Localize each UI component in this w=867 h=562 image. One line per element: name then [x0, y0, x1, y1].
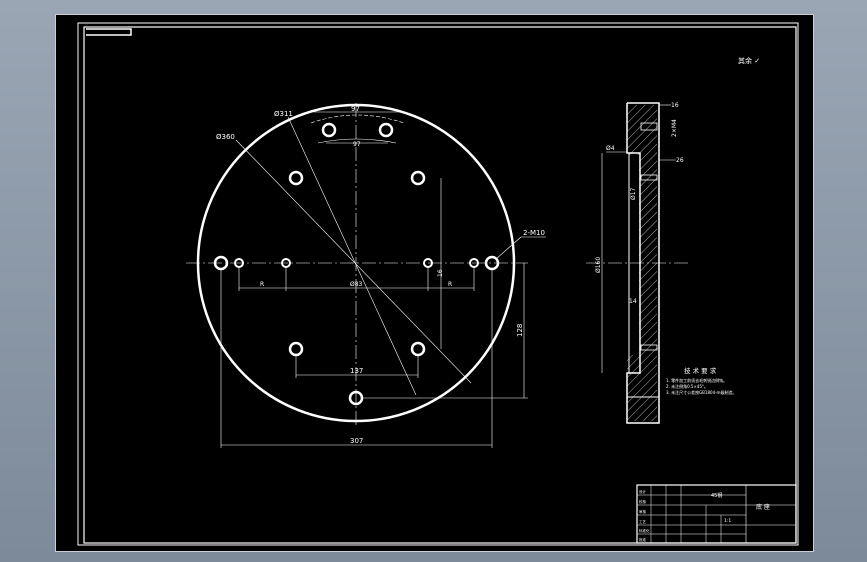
hole [410, 341, 426, 357]
cad-drawing: 其余 ✓ 97 97 [77, 22, 799, 546]
slot-top [640, 122, 658, 131]
tb-label: 校核 [639, 499, 647, 504]
callout-leader [495, 236, 522, 260]
slot-arc [317, 138, 397, 144]
sec-dim-lower: 14 [629, 298, 637, 305]
section-hatch-body [639, 155, 657, 355]
hole [410, 170, 426, 186]
tech-note-item: 3. 未注尺寸公差按GB1804-m级制造。 [666, 389, 736, 395]
slot-low [640, 344, 658, 351]
leader-dia-outer [235, 139, 472, 384]
dim-height: 128 [516, 324, 524, 337]
outer-frame [77, 22, 799, 546]
sec-dim-slot: 2×M4 [671, 119, 678, 137]
section-view: 16 2×M4 26 Ø4 Ø17 Ø160 14 [586, 102, 691, 424]
scale: 1:1 [724, 518, 731, 524]
sec-dim-top: 16 [671, 102, 679, 109]
sec-dim-left-top: Ø4 [606, 145, 615, 152]
dia-outer-label: Ø360 [216, 133, 235, 141]
front-view: 97 97 Ø360 Ø311 2-M10 Ø83 R R 16 128 137 [186, 103, 546, 448]
hole [378, 122, 394, 138]
sec-dim-mid: 26 [676, 157, 684, 164]
dim-center: Ø83 [350, 281, 363, 288]
tech-note-item: 1. 零件加工前须去毛刺锐边倒钝。 [666, 377, 727, 383]
leader-dia-bolt [287, 116, 417, 396]
dim-vertical-small: 16 [437, 269, 444, 277]
dim-left: R [260, 281, 264, 288]
drawing-viewport: 其余 ✓ 97 97 [55, 14, 814, 552]
hole [288, 341, 304, 357]
hole [288, 170, 304, 186]
section-hatch-bottom [627, 355, 657, 421]
tb-label: 设计 [639, 489, 647, 494]
part-name: 底 座 [756, 503, 770, 511]
tb-label: 审核 [639, 509, 647, 514]
holes [213, 122, 500, 406]
sec-dim-inner: Ø17 [630, 187, 637, 200]
tb-label: 标准化 [639, 528, 650, 533]
dim-bottom-inner: 137 [350, 367, 363, 375]
title-block-frame [636, 484, 797, 544]
dim-right: R [448, 281, 452, 288]
frame-tab [86, 28, 132, 36]
title-block: 底 座 45钢 1:1 设计 校核 审核 工艺 标准化 批准 [636, 484, 797, 544]
hole-callout: 2-M10 [523, 229, 545, 237]
tech-note-item: 2. 未注倒角0.5×45°。 [666, 383, 708, 389]
hole [321, 122, 337, 138]
tb-label: 批准 [639, 537, 647, 542]
tech-notes: 技 术 要 求 1. 零件加工前须去毛刺锐边倒钝。 2. 未注倒角0.5×45°… [666, 366, 736, 395]
top-arc [310, 114, 405, 124]
dia-bolt-label: Ø311 [274, 110, 293, 118]
slot-mid [640, 174, 658, 181]
tech-notes-title: 技 术 要 求 [684, 366, 717, 375]
dim-slot: 97 [353, 141, 361, 148]
inner-frame [83, 26, 797, 544]
roughness-note: 其余 ✓ [738, 56, 760, 65]
dim-overall: 307 [350, 437, 363, 445]
dim-top-width: 97 [351, 105, 360, 113]
material: 45钢 [711, 492, 722, 499]
sec-dim-bore: Ø160 [595, 257, 602, 273]
tb-label: 工艺 [639, 519, 647, 524]
